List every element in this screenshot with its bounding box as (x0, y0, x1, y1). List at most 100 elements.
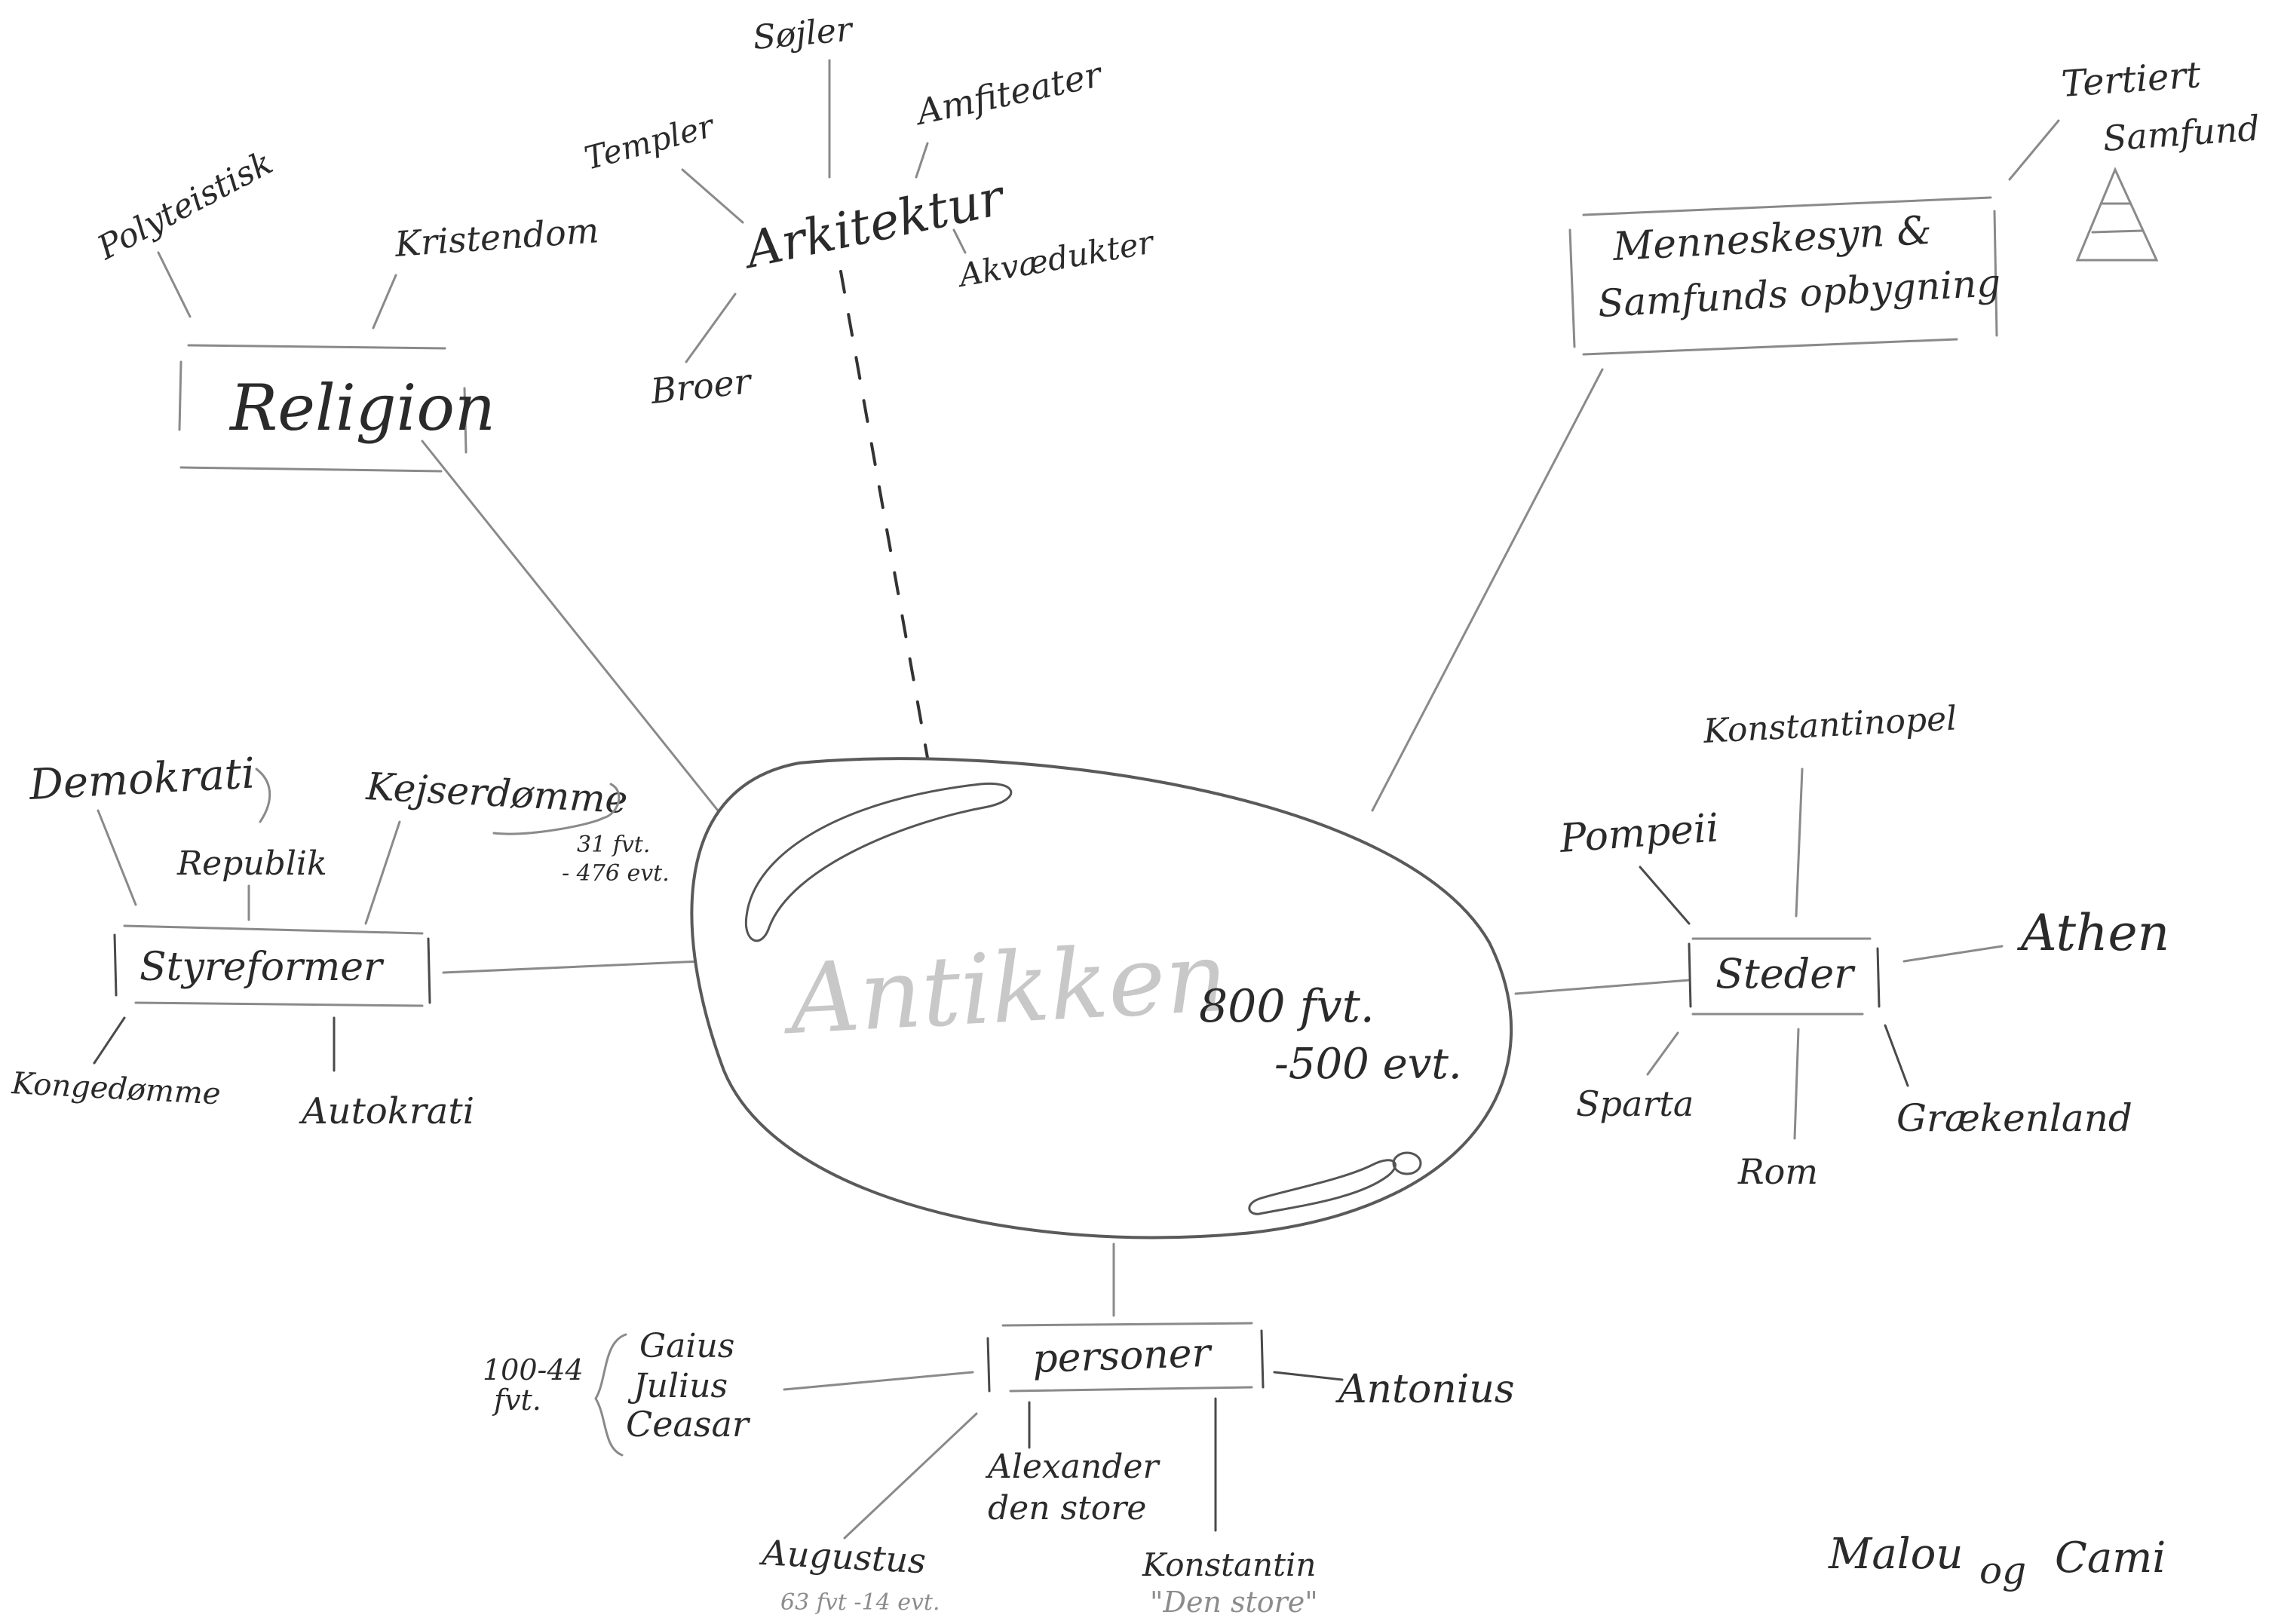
personer-konstantin-nickname: "Den store" (1150, 1586, 1318, 1619)
personer-alexander-line2: den store (988, 1489, 1146, 1527)
styreformer-child-kongedomme: Kongedømme (10, 1066, 221, 1111)
signature-conjunction: og (1979, 1549, 2026, 1592)
religion-box-left (178, 360, 182, 431)
styreformer-child-republik: Republik (176, 844, 327, 883)
steder-link-sparta (1646, 1031, 1679, 1076)
arkitektur-link-amfiteater (915, 142, 929, 179)
branch-steder: Steder Konstantinopel Pompeii Athen Spar… (1558, 699, 2169, 1192)
connector-styreformer (442, 960, 703, 974)
steder-link-graekenland (1884, 1024, 1909, 1087)
arkitektur-link-akvaedukter (952, 228, 967, 254)
kejserdomme-note-end: - 476 evt. (562, 860, 670, 887)
center-title: Antikken (780, 921, 1231, 1057)
center-node: Antikken 800 fvt. -500 evt. (690, 757, 1513, 1239)
caesar-brace (594, 1333, 627, 1457)
connector-samfund (1371, 368, 1604, 812)
center-highlight-dot (1392, 1151, 1422, 1175)
personer-konstantin: Konstantin (1142, 1546, 1316, 1583)
arkitektur-link-templer (681, 168, 744, 224)
branch-personer: personer 100-44 fvt. Gaius Julius Ceasar… (483, 1322, 1515, 1619)
branch-religion: Religion Polyteistisk Kristendom (90, 143, 600, 473)
center-blob (690, 757, 1513, 1239)
personer-link-caesar (783, 1371, 974, 1391)
styreformer-box-right (427, 937, 431, 1004)
demokrati-connector-curve (255, 768, 271, 823)
personer-caesar-line3: Ceasar (626, 1404, 751, 1445)
steder-link-konstantinopel (1795, 768, 1804, 918)
personer-alexander-line1: Alexander (985, 1448, 1160, 1486)
religion-child-kristendom: Kristendom (393, 210, 600, 265)
samfund-label-line2: Samfunds opbygning (1597, 261, 2002, 326)
samfund-box-left (1568, 228, 1576, 348)
personer-link-antonius (1273, 1371, 1344, 1381)
center-highlight-bottom (1248, 1159, 1397, 1215)
samfund-box-bottom (1582, 338, 1958, 356)
arkitektur-child-broer: Broer (648, 360, 756, 412)
samfund-box-right (1993, 210, 1998, 337)
samfund-child-samfund: Samfund (2102, 108, 2261, 159)
center-highlight-top (744, 782, 1013, 942)
personer-caesar-line1: Gaius (639, 1327, 734, 1365)
religion-box-top (187, 344, 446, 350)
steder-child-konstantinopel: Konstantinopel (1702, 699, 1958, 751)
personer-augustus-years: 63 fvt -14 evt. (780, 1589, 940, 1616)
pyramid-icon (2075, 167, 2159, 262)
styreformer-link-kejserdomme (364, 820, 401, 925)
samfund-label-line1: Menneskesyn & (1611, 208, 1933, 270)
signature-name-2: Cami (2055, 1534, 2166, 1583)
styreformer-link-kongedomme (93, 1016, 126, 1065)
personer-link-augustus (843, 1412, 978, 1540)
samfund-box-top (1582, 196, 1992, 216)
caesar-years-range: 100-44 (483, 1353, 584, 1387)
personer-box-right (1260, 1329, 1265, 1389)
styreformer-child-demokrati: Demokrati (27, 749, 256, 810)
steder-child-sparta: Sparta (1576, 1083, 1694, 1124)
styreformer-box-top (123, 924, 424, 935)
branch-styreformer: Styreformer Demokrati Republik Kejserdøm… (10, 749, 669, 1132)
religion-label: Religion (228, 371, 495, 445)
steder-child-pompeii: Pompeii (1558, 805, 1720, 862)
signature-name-1: Malou (1828, 1530, 1963, 1579)
caesar-years-era: fvt. (492, 1383, 541, 1417)
arkitektur-child-akvaedukter: Akvædukter (953, 223, 1158, 295)
arkitektur-child-templer: Templer (581, 106, 719, 176)
religion-box-right (463, 387, 468, 454)
personer-label: personer (1032, 1331, 1213, 1382)
steder-link-rom (1793, 1028, 1800, 1140)
steder-box-right (1876, 947, 1881, 1008)
styreformer-box-left (113, 933, 118, 997)
styreformer-box-bottom (134, 1001, 424, 1007)
steder-link-athen (1902, 945, 2004, 963)
religion-child-polyteistisk: Polyteistisk (90, 143, 279, 268)
samfund-child-tertiert: Tertiert (2060, 54, 2203, 106)
styreformer-child-kejserdomme: Kejserdømme (364, 765, 628, 822)
samfund-link-tertiert (2008, 119, 2060, 181)
branch-arkitektur: Arkitektur Søjler Templer Amfiteater Akv… (581, 10, 1158, 412)
personer-box-top (1001, 1322, 1253, 1327)
steder-child-rom: Rom (1737, 1151, 1818, 1192)
religion-link-kristendom (372, 274, 397, 329)
religion-link-polyteistisk (157, 251, 192, 318)
kejserdomme-note-start: 31 fvt. (577, 832, 650, 858)
personer-box-bottom (1009, 1386, 1253, 1393)
arkitektur-link-broer (685, 293, 737, 363)
religion-box-bottom (179, 466, 443, 473)
center-period-start: 800 fvt. (1199, 980, 1375, 1033)
steder-child-athen: Athen (2016, 904, 2169, 962)
personer-caesar-line2: Julius (627, 1367, 728, 1405)
branch-samfund: Menneskesyn & Samfunds opbygning Tertier… (1568, 54, 2261, 356)
styreformer-child-autokrati: Autokrati (299, 1090, 474, 1132)
connector-arkitektur (839, 270, 929, 759)
center-period-end: -500 evt. (1274, 1040, 1462, 1089)
connector-steder (1514, 979, 1691, 995)
steder-child-graekenland: Grækenland (1896, 1096, 2132, 1140)
personer-box-left (986, 1337, 991, 1393)
signature: Malou og Cami (1828, 1530, 2166, 1592)
steder-link-pompeii (1639, 866, 1691, 925)
personer-augustus: Augustus (758, 1532, 927, 1582)
steder-label: Steder (1715, 950, 1856, 997)
personer-antonius: Antonius (1335, 1367, 1515, 1412)
kejserdomme-brace (492, 783, 621, 835)
styreformer-link-demokrati (97, 809, 137, 906)
